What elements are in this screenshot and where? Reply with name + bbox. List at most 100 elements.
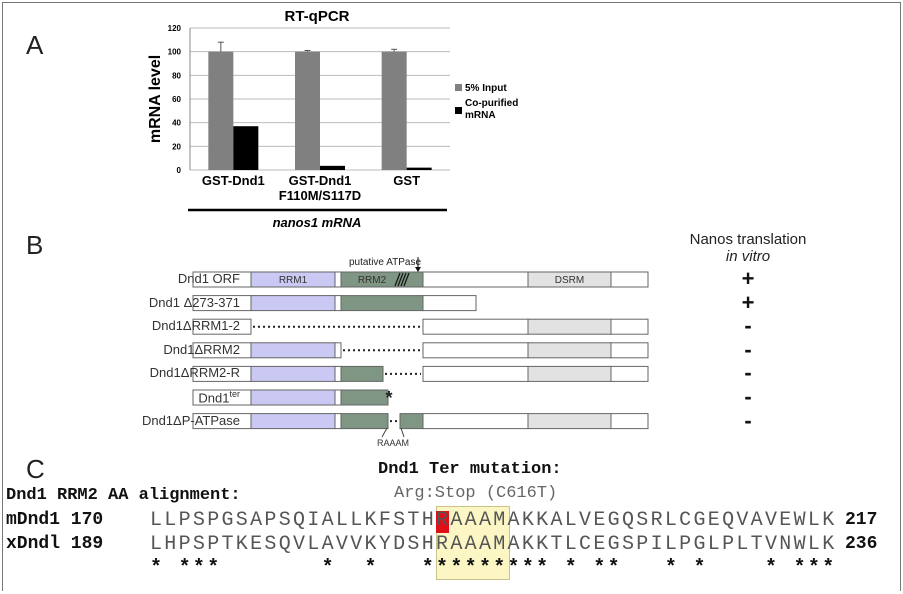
construct-segment (334, 271, 342, 288)
atpase-hatch (394, 272, 401, 287)
ter-mutation-title: Dnd1 Ter mutation: (378, 460, 562, 479)
translation-result: - (744, 384, 752, 409)
ter-mutation-subtitle: Arg:Stop (C616T) (394, 484, 558, 503)
translation-result: - (744, 407, 752, 433)
bar-input (208, 51, 234, 170)
construct-segment (334, 389, 342, 406)
construct-name: Dnd1 (198, 390, 230, 406)
panel-label-a: A (26, 30, 44, 60)
construct-segment (334, 413, 342, 430)
construct-segment (340, 389, 389, 406)
x-axis-label: nanos1 mRNA (273, 215, 362, 230)
legend-label-copurified-2: mRNA (465, 110, 496, 121)
construct-segment (250, 365, 336, 382)
domain-label-rrm1: RRM1 (279, 275, 308, 286)
bar-copurified (320, 165, 345, 170)
atpase-annotation: putative ATPase (349, 257, 422, 268)
construct-name: Dnd1 ORF (177, 271, 240, 286)
construct-segment (192, 318, 252, 335)
panel-label-c: C (26, 454, 45, 484)
sequence: LLPSPGSAPSQIALLKFSTHRAAAMAKKALVEGQSRLCGE… (150, 509, 837, 532)
alignment-heading: Dnd1 RRM2 AA alignment: (6, 486, 241, 505)
translation-header-line2: in vitro (725, 248, 771, 265)
construct-segment (422, 413, 529, 430)
category-label: GST (393, 173, 420, 188)
mutation-highlight (436, 511, 449, 533)
construct-segment (340, 413, 389, 430)
construct-segment (527, 413, 612, 430)
atpase-arrowhead (415, 267, 421, 272)
construct-segment (334, 365, 342, 382)
construct-segment (527, 318, 612, 335)
translation-result: - (744, 360, 752, 386)
bar-copurified (406, 167, 432, 170)
y-tick-label: 100 (168, 48, 182, 57)
construct-segment (340, 365, 384, 382)
conservation-line: * *** * * ********* * ** * * * *** (150, 557, 837, 580)
sequence-name: xDndl 189 (6, 534, 104, 554)
construct-label: Dnd1ΔRRM2 (40, 342, 240, 357)
legend-swatch-copurified (455, 107, 462, 114)
translation-result: + (741, 266, 755, 291)
construct-label: Dnd1 ORF (40, 271, 240, 286)
domain-label-rrm2: RRM2 (358, 275, 387, 286)
construct-segment (422, 318, 529, 335)
construct-label: Dnd1 Δ273-371 (40, 295, 240, 310)
construct-segment (399, 413, 424, 430)
translation-result: - (744, 313, 752, 339)
y-axis-label: mRNA level (147, 55, 164, 143)
construct-segment (527, 365, 612, 382)
construct-segment (610, 365, 649, 382)
category-label: GST-Dnd1 (202, 173, 265, 188)
construct-segment (334, 342, 342, 359)
construct-label: Dnd1ΔRRM2-R (40, 365, 240, 380)
construct-segment (422, 271, 529, 288)
construct-label: Dnd1ΔP-ATPase (40, 413, 240, 428)
construct-segment (250, 295, 336, 312)
construct-segment (610, 342, 649, 359)
atpase-hatch (397, 272, 404, 287)
construct-name: Dnd1ΔP-ATPase (141, 412, 240, 428)
construct-segment (610, 318, 649, 335)
construct-name: Dnd1ΔRRM1-2 (151, 318, 240, 334)
category-label: GST-Dnd1 (289, 173, 352, 188)
construct-segment (340, 295, 424, 312)
construct-segment (250, 342, 336, 359)
sequence-name: mDnd1 170 (6, 510, 104, 530)
construct-name: Dnd1 Δ273-371 (148, 294, 240, 310)
construct-superscript: ter (229, 389, 240, 399)
bar-input (381, 51, 407, 170)
category-label: F110M/S117D (279, 188, 361, 203)
construct-label: Dnd1ΔRRM1-2 (40, 318, 240, 333)
sequence-end: 236 (845, 534, 878, 554)
translation-header: Nanos translation in vitro (668, 231, 828, 265)
y-tick-label: 120 (168, 24, 182, 33)
sequence: LHPSPTKESQVLAVVKYDSHRAAAMAKKTLCEGSPILPGL… (150, 533, 837, 556)
raaam-pointer (381, 427, 405, 438)
bar-input (295, 51, 320, 170)
construct-segment (422, 342, 529, 359)
legend-label-input: 5% Input (465, 83, 507, 94)
y-tick-label: 60 (172, 95, 181, 104)
construct-segment (250, 413, 336, 430)
construct-segment (250, 389, 336, 406)
atpase-hatch (403, 272, 410, 287)
y-tick-label: 40 (172, 119, 181, 128)
chart-title: RT-qPCR (285, 8, 350, 25)
legend-swatch-input (455, 84, 462, 91)
translation-result: + (741, 289, 755, 315)
construct-segment (334, 295, 342, 312)
stop-asterisk: * (385, 388, 392, 408)
y-tick-label: 80 (172, 71, 181, 80)
y-tick-label: 0 (177, 166, 182, 175)
construct-segment (422, 365, 529, 382)
construct-name: Dnd1ΔRRM2-R (149, 365, 240, 381)
construct-segment (422, 295, 477, 312)
construct-segment (610, 271, 649, 288)
construct-name: Dnd1ΔRRM2 (163, 341, 240, 357)
atpase-hatch (400, 272, 407, 287)
